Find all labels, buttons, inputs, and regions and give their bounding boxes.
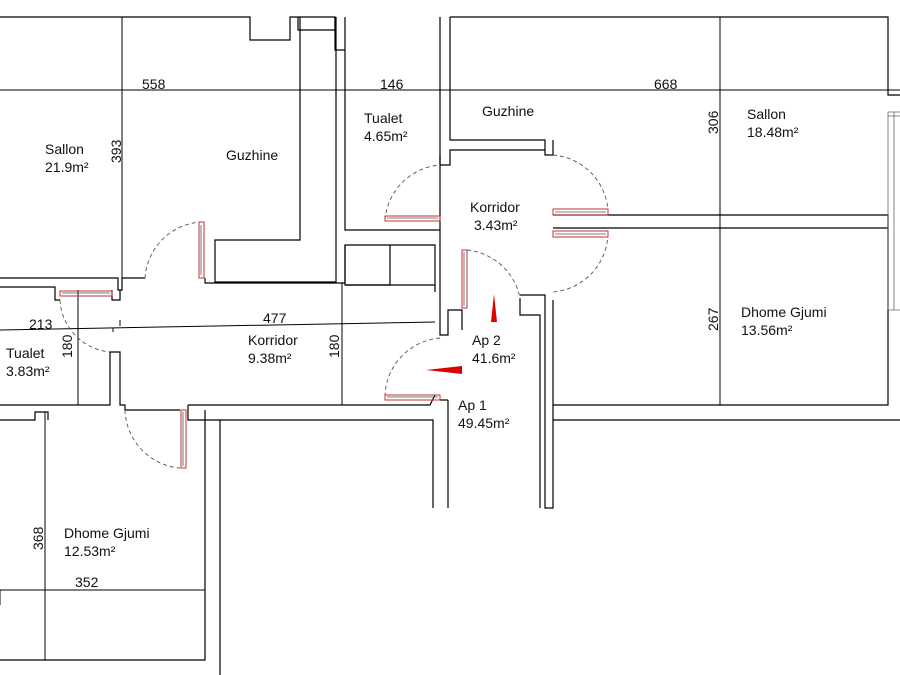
entrance-markers (426, 294, 497, 374)
dim-top-mid: 146 (380, 76, 404, 92)
room-labels: Sallon 21.9m² Guzhine Tualet 4.65m² Guzh… (6, 103, 827, 559)
room-area-ap1: 49.45m² (458, 415, 510, 431)
room-area-sallon-left: 21.9m² (45, 159, 89, 175)
dim-korridor-height: 180 (326, 334, 342, 358)
door-8 (384, 337, 441, 401)
dim-sallon-right-height: 306 (705, 110, 721, 134)
room-name-dhome-right: Dhome Gjumi (741, 304, 827, 320)
room-name-tualet-top: Tualet (364, 110, 403, 126)
room-name-korridor-left: Korridor (248, 332, 298, 348)
room-name-tualet-left: Tualet (6, 345, 45, 361)
room-name-guzhine-left: Guzhine (226, 147, 278, 163)
dim-sallon-left-height: 393 (108, 139, 124, 163)
room-name-sallon-right: Sallon (747, 106, 786, 122)
room-area-dhome-left: 12.53m² (64, 543, 116, 559)
ap1-entry-arrow (426, 366, 462, 374)
dim-korridor-width: 477 (263, 310, 287, 326)
room-area-korridor-right: 3.43m² (474, 217, 518, 233)
room-area-dhome-right: 13.56m² (741, 322, 793, 338)
room-area-korridor-left: 9.38m² (248, 350, 292, 366)
dim-tualet-left-height: 180 (59, 334, 75, 358)
room-name-dhome-left: Dhome Gjumi (64, 525, 150, 541)
dim-dhome-left-height: 368 (30, 526, 46, 550)
dim-tualet-left-width: 213 (29, 316, 53, 332)
room-name-korridor-right: Korridor (470, 199, 520, 215)
door-7 (461, 249, 521, 309)
door-3 (124, 409, 187, 469)
dim-dhome-left-width: 352 (75, 574, 99, 590)
door-6 (552, 230, 609, 293)
door-2 (59, 290, 113, 353)
room-area-tualet-top: 4.65m² (364, 128, 408, 144)
dim-dhome-right-height: 267 (705, 307, 721, 331)
ap2-entry-arrow (491, 294, 497, 322)
door-4 (384, 164, 441, 222)
room-name-sallon-left: Sallon (45, 141, 84, 157)
door-1 (144, 221, 205, 279)
room-area-tualet-left: 3.83m² (6, 363, 50, 379)
doors (59, 154, 609, 469)
dimension-labels: 558 146 668 393 306 267 213 180 477 180 … (29, 76, 721, 590)
dimension-lines (0, 17, 900, 660)
dim-top-right: 668 (654, 76, 678, 92)
room-area-ap2: 41.6m² (472, 350, 516, 366)
room-area-sallon-right: 18.48m² (747, 124, 799, 140)
room-name-ap1: Ap 1 (458, 397, 487, 413)
door-5 (552, 154, 609, 216)
dim-top-left: 558 (142, 76, 166, 92)
room-name-guzhine-right: Guzhine (482, 103, 534, 119)
room-name-ap2: Ap 2 (472, 332, 501, 348)
